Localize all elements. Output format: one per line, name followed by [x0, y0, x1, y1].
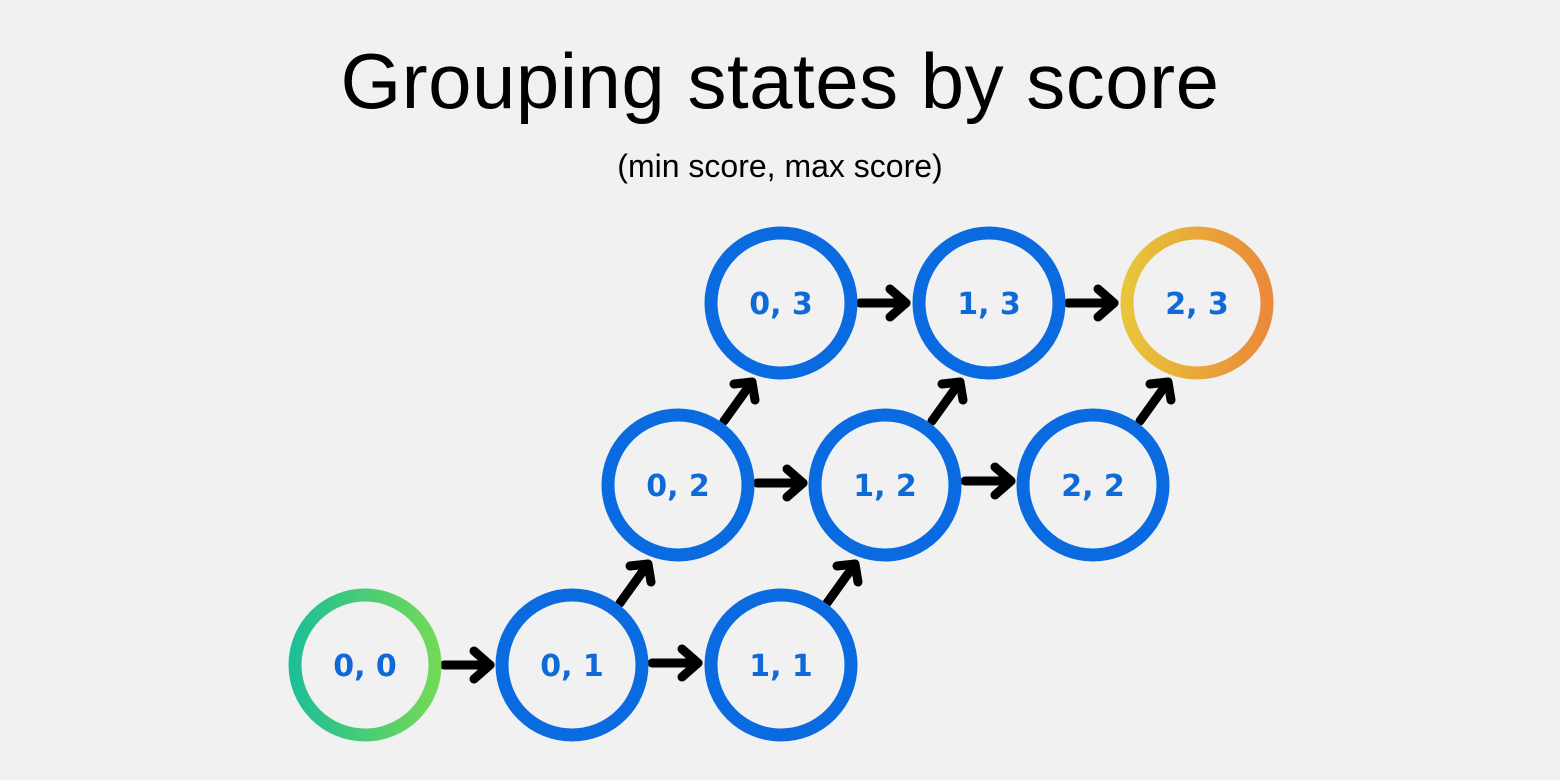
node-0-1: 0, 1 [495, 588, 649, 742]
arrow-1-2-to-2-2 [960, 462, 1016, 500]
node-label: 1, 3 [957, 287, 1021, 322]
node-label: 0, 0 [333, 649, 397, 684]
arrow-0-1-to-1-1 [647, 644, 703, 682]
arrow-2-2-to-2-3 [1135, 377, 1176, 426]
node-2-2: 2, 2 [1016, 408, 1170, 562]
node-1-2: 1, 2 [808, 408, 962, 562]
node-0-3: 0, 3 [704, 226, 858, 380]
diagram-title: Grouping states by score [340, 37, 1220, 125]
node-label: 0, 2 [646, 469, 710, 504]
node-label: 0, 3 [749, 287, 813, 322]
arrow-0-2-to-0-3 [719, 377, 760, 426]
node-label: 2, 3 [1165, 287, 1229, 322]
node-1-1: 1, 1 [704, 588, 858, 742]
node-label: 0, 1 [540, 649, 604, 684]
arrow-1-3-to-2-3 [1063, 284, 1119, 322]
node-label: 1, 1 [749, 649, 813, 684]
arrow-0-3-to-1-3 [855, 284, 911, 322]
node-1-3: 1, 3 [912, 226, 1066, 380]
node-label: 2, 2 [1061, 469, 1125, 504]
node-0-0: 0, 0 [288, 588, 442, 742]
node-label: 1, 2 [853, 469, 917, 504]
arrow-1-1-to-1-2 [822, 559, 863, 608]
edges [439, 284, 1176, 684]
arrow-0-2-to-1-2 [752, 464, 808, 502]
arrow-1-2-to-1-3 [927, 377, 968, 426]
node-0-2: 0, 2 [601, 408, 755, 562]
diagram-subtitle: (min score, max score) [617, 148, 943, 184]
node-2-3: 2, 3 [1120, 226, 1274, 380]
arrow-0-1-to-0-2 [615, 559, 656, 608]
arrow-0-0-to-0-1 [439, 646, 495, 684]
